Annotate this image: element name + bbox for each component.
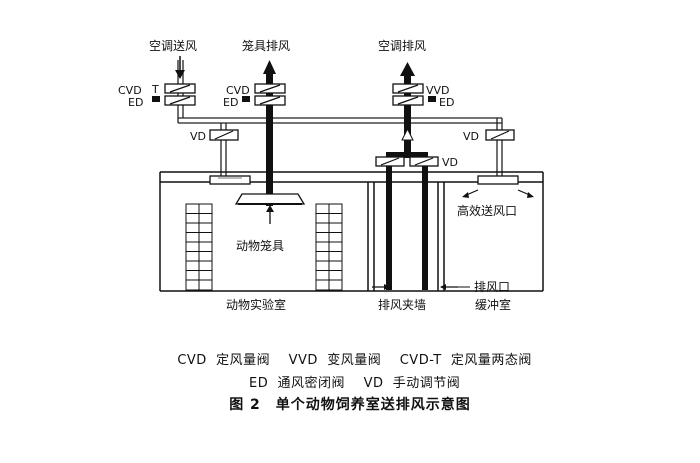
legend-desc: 定风量阀	[216, 353, 271, 368]
cage-rack-left	[185, 203, 213, 291]
valve-cvd-t	[152, 83, 196, 106]
hepa-outlet-label: 高效送风口	[457, 203, 517, 218]
legend-code: CVD	[177, 353, 207, 368]
left-supply-diffuser	[209, 175, 251, 185]
legend-code: CVD-T	[399, 353, 442, 368]
valve-tag-ed-right: ED	[439, 96, 454, 109]
legend-desc: 通风密闭阀	[277, 376, 346, 391]
buffer-room-label: 缓冲室	[475, 297, 511, 312]
valve-vd-left	[209, 129, 239, 141]
valve-tag-cvd-left: CVD	[118, 84, 142, 97]
legend-code: VD	[363, 376, 384, 391]
legend-desc: 定风量两态阀	[450, 353, 532, 368]
supply-arrow-icon	[175, 56, 185, 79]
cage-exhaust-arrow-icon	[266, 205, 274, 224]
valve-tag-t: T	[151, 83, 159, 96]
legend-line-1: CVD 定风量阀 VVD 变风量阀 CVD-T 定风量两态阀	[0, 334, 700, 368]
animal-cage-label: 动物笼具	[236, 238, 284, 253]
building-outline	[159, 171, 544, 292]
ac-exhaust-label: 空调排风	[378, 39, 426, 53]
cage-rack-right	[315, 203, 343, 291]
animal-lab-label: 动物实验室	[226, 297, 286, 312]
exhaust-outlet-label: 排风口	[474, 280, 510, 294]
legend-code: ED	[249, 376, 269, 391]
valve-tag-vd-mid: VD	[442, 156, 458, 169]
valve-tag-vd-left: VD	[190, 130, 206, 143]
valve-tag-vvd: VVD	[426, 84, 450, 97]
exhaust-wall-label: 排风夹墙	[378, 298, 426, 312]
valve-vd-mid	[375, 156, 439, 167]
legend-desc: 变风量阀	[327, 353, 382, 368]
valve-vd-right	[485, 129, 515, 141]
valve-tag-cvd-mid: CVD	[226, 84, 250, 97]
ac-supply-label: 空调送风	[149, 38, 197, 53]
legend-line-2: ED 通风密闭阀 VD 手动调节阀	[0, 357, 700, 391]
valve-tag-vd-right: VD	[463, 130, 479, 143]
cage-exhaust-hood	[234, 193, 306, 205]
valve-tag-ed-mid: ED	[223, 96, 238, 109]
valve-vvd	[392, 83, 436, 106]
legend-code: VVD	[288, 353, 318, 368]
legend-desc: 手动调节阀	[392, 376, 461, 391]
valve-cvd-mid	[242, 83, 286, 106]
hepa-supply-outlet	[462, 175, 534, 198]
figure-caption: 图 2 单个动物饲养室送排风示意图	[229, 397, 471, 413]
valve-tag-ed-left: ED	[128, 96, 143, 109]
ac-exhaust-duct	[372, 62, 458, 290]
cage-exhaust-label: 笼具排风	[242, 38, 290, 53]
cage-exhaust-duct	[263, 60, 276, 206]
